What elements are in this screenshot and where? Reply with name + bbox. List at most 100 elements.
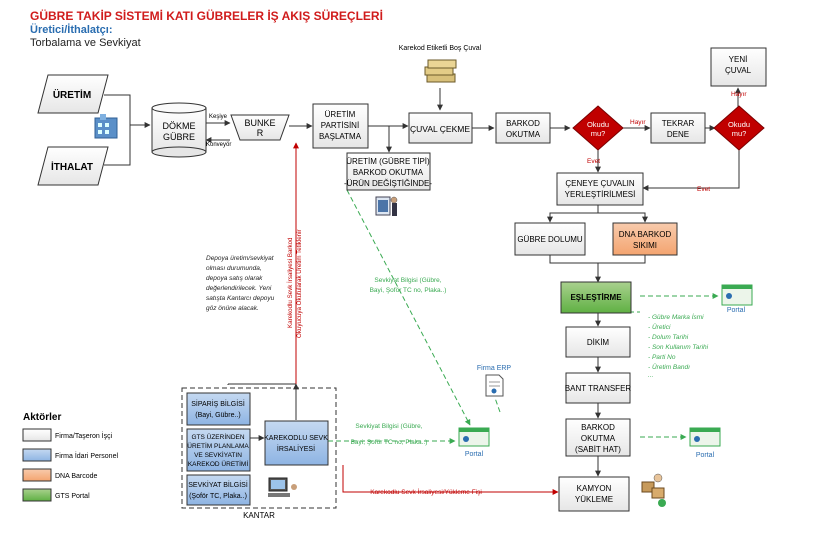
page-subtitle: Üretici/İthalatçı: (30, 24, 113, 36)
svg-text:GÜBRE DOLUMU: GÜBRE DOLUMU (517, 235, 583, 244)
dikim-node: DİKİM (565, 326, 631, 358)
svg-text:mu?: mu? (591, 129, 606, 138)
konveyor-label: Konveyör (206, 142, 231, 148)
bag-stack-icon (424, 59, 457, 83)
svg-text:Firma/Taşeron İşçi: Firma/Taşeron İşçi (55, 431, 113, 440)
bant-transfer-node: BANT TRANSFER (565, 372, 632, 404)
svg-text:(Şoför TC, Plaka..): (Şoför TC, Plaka..) (189, 493, 247, 500)
gts-uretim-node: GTS ÜZERİNDEN ÜRETİM PLANLAMA VE SEVKİYA… (186, 428, 251, 472)
svg-text:depoya satış olarak: depoya satış olarak (206, 275, 263, 282)
svg-text:TEKRAR: TEKRAR (662, 119, 695, 128)
svg-text:(Bayi, Gübre..): (Bayi, Gübre..) (195, 412, 241, 419)
hayir-label-2: Hayır (731, 91, 747, 98)
siparis-bilgisi-node: SİPARİŞ BİLGİSİ (Bayi, Gübre..) (186, 392, 251, 426)
hayir-label-1: Hayır (630, 119, 646, 126)
svg-text:- Dolum Tarihi: - Dolum Tarihi (648, 334, 689, 341)
svg-text:- Üretim Bandı: - Üretim Bandı (648, 363, 690, 371)
svg-text:YENİ: YENİ (729, 55, 748, 64)
svg-text:KAREKOD ÜRETİMİ: KAREKOD ÜRETİMİ (188, 459, 249, 468)
svg-text:(SABİT HAT): (SABİT HAT) (575, 445, 621, 454)
svg-text:İTHALAT: İTHALAT (51, 160, 93, 173)
vertical-red-label-1: Karekodlu Sevk İrsaliyesi Barkod (287, 237, 294, 328)
kesiye-label: Keşiye (209, 114, 228, 120)
dokme-gubre-tank: DÖKME GÜBRE (151, 102, 207, 158)
svg-text:GTS Portal: GTS Portal (55, 493, 90, 500)
yukleme-fisi-label: Karekodlu Sevk İrsaliyesi/Yükleme Fişi (370, 487, 482, 496)
portal-icon-2: Portal (689, 427, 721, 459)
svg-text:Bayi, Şoför TC no, Plaka..): Bayi, Şoför TC no, Plaka..) (351, 439, 428, 446)
svg-text:BANT TRANSFER: BANT TRANSFER (565, 384, 632, 393)
svg-text:DNA Barcode: DNA Barcode (55, 473, 98, 480)
svg-text:DİKİM: DİKİM (587, 338, 610, 347)
svg-text:EŞLEŞTİRME: EŞLEŞTİRME (570, 293, 622, 302)
svg-text:- Üretici: - Üretici (648, 323, 671, 331)
legend-item-firma: Firma/Taşeron İşçi (22, 428, 113, 442)
karekodlu-sevk-node: KAREKODLU SEVK İRSALİYESİ (264, 420, 329, 466)
svg-text:olması durumunda,: olması durumunda, (206, 265, 262, 272)
depoya-note: Depoya üretim/sevkiyat olması durumunda,… (206, 255, 275, 312)
svg-text:ÜRETİM: ÜRETİM (325, 110, 356, 119)
svg-text:Portal: Portal (696, 452, 715, 459)
svg-text:BUNKE: BUNKE (244, 118, 275, 128)
kantar-label: KANTAR (243, 511, 275, 520)
gubre-dolumu-node: GÜBRE DOLUMU (514, 222, 586, 256)
legend-item-gts: GTS Portal (22, 488, 90, 502)
legend-item-dna: DNA Barcode (22, 468, 98, 482)
sevkiyat-label-1: Sevkiyat Bilgisi (Gübre, Bayi, Şoför TC … (370, 277, 447, 294)
page-title: GÜBRE TAKİP SİSTEMİ KATI GÜBRELER İŞ AKI… (30, 9, 383, 23)
svg-text:mu?: mu? (732, 129, 747, 138)
svg-text:Sevkiyat Bilgisi (Gübre,: Sevkiyat Bilgisi (Gübre, (355, 423, 422, 430)
svg-text:PARTİSİNİ: PARTİSİNİ (321, 121, 359, 130)
svg-text:Depoya üretim/sevkiyat: Depoya üretim/sevkiyat (206, 255, 275, 262)
svg-text:BARKOD OKUTMA: BARKOD OKUTMA (353, 168, 424, 177)
svg-text:Bayi, Şoför TC no, Plaka..): Bayi, Şoför TC no, Plaka..) (370, 287, 447, 294)
svg-text:Okudu: Okudu (587, 120, 609, 129)
uretim-input: ÜRETİM (37, 74, 109, 114)
svg-text:GÜBRE: GÜBRE (163, 132, 195, 142)
okudu-decision-2: Okudu mu? (713, 105, 765, 151)
svg-text:BARKOD: BARKOD (581, 423, 615, 432)
svg-text:GTS ÜZERİNDEN: GTS ÜZERİNDEN (191, 432, 244, 441)
yeni-cuval-node: YENİ ÇUVAL (710, 47, 767, 87)
svg-text:OKUTMA: OKUTMA (506, 130, 541, 139)
ithalat-input: İTHALAT (37, 146, 109, 186)
svg-text:KAMYON: KAMYON (577, 484, 612, 493)
document-icon (485, 374, 504, 397)
karekod-etiketli-label: Karekod Etiketli Boş Çuval (399, 45, 482, 52)
kantar-group (181, 387, 337, 509)
svg-text:ÇUVAL: ÇUVAL (725, 66, 752, 75)
svg-text:R: R (257, 128, 264, 138)
svg-text:Sevkiyat Bilgisi (Gübre,: Sevkiyat Bilgisi (Gübre, (374, 277, 441, 284)
svg-text:ÇENEYE ÇUVALIN: ÇENEYE ÇUVALIN (565, 179, 634, 188)
page-subtitle-2: Torbalama ve Sevkiyat (30, 37, 141, 49)
vertical-red-label-2: Okuyucuya Okutularak Üretim Tetiklenir (296, 229, 303, 338)
cuval-cekme-node: ÇUVAL ÇEKME (408, 112, 473, 144)
computer-icon (268, 477, 297, 497)
svg-text:-ÜRÜN DEĞİŞTİĞİNDE-: -ÜRÜN DEĞİŞTİĞİNDE- (344, 179, 432, 188)
barkod-okutma-node: BARKOD OKUTMA (495, 112, 551, 144)
truck-loading-icon (641, 473, 666, 507)
svg-text:Portal: Portal (465, 451, 484, 458)
svg-text:Portal: Portal (727, 307, 746, 314)
evet-label-2: Evet (697, 186, 710, 193)
svg-text:Okudu: Okudu (728, 120, 750, 129)
svg-text:- Gübre Marka İsmi: - Gübre Marka İsmi (648, 313, 704, 321)
svg-text:ÜRETİM (GÜBRE TİPİ): ÜRETİM (GÜBRE TİPİ) (346, 157, 430, 166)
svg-text:VE SEVKİYATIN: VE SEVKİYATIN (194, 450, 242, 459)
eslestirme-node: EŞLEŞTİRME (560, 281, 632, 314)
svg-text:YERLEŞTİRİLMESİ: YERLEŞTİRİLMESİ (565, 190, 636, 199)
sevkiyat-bilgisi-node: SEVKİYAT BİLGİSİ (Şoför TC, Plaka..) (186, 474, 251, 506)
legend-title: Aktörler (23, 412, 61, 423)
svg-text:- Parti No: - Parti No (648, 354, 676, 361)
svg-text:...: ... (648, 372, 654, 379)
svg-text:ÜRETİM PLANLAMA: ÜRETİM PLANLAMA (187, 441, 249, 450)
urun-degisince-node: ÜRETİM (GÜBRE TİPİ) BARKOD OKUTMA -ÜRÜN … (344, 152, 432, 191)
svg-text:DENE: DENE (667, 130, 689, 139)
svg-text:DÖKME: DÖKME (162, 121, 195, 131)
svg-text:göz önüne alacak.: göz önüne alacak. (206, 305, 259, 312)
svg-text:SEVKİYAT BİLGİSİ: SEVKİYAT BİLGİSİ (188, 480, 248, 489)
svg-text:ÇUVAL ÇEKME: ÇUVAL ÇEKME (410, 124, 470, 134)
svg-text:DNA BARKOD: DNA BARKOD (619, 230, 672, 239)
svg-text:satışta Kantarcı depoyu: satışta Kantarcı depoyu (206, 295, 275, 302)
